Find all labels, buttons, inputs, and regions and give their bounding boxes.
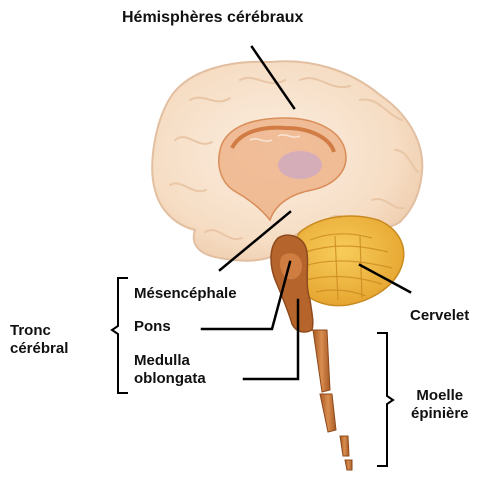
label-spinal-cord: Moelle épinière: [411, 387, 469, 423]
label-tronc-line1: Tronc: [10, 322, 68, 340]
spinal-cord: [313, 330, 352, 470]
label-medulla-line2: oblongata: [134, 370, 206, 388]
thalamus: [278, 151, 322, 179]
brainstem-shape: [271, 235, 313, 332]
label-cerebellum: Cervelet: [410, 307, 469, 325]
label-moelle-line1: Moelle: [411, 387, 469, 405]
label-medulla-line1: Medulla: [134, 352, 206, 370]
bracket-moelle: [377, 333, 393, 466]
label-moelle-line2: épinière: [411, 405, 469, 423]
label-medulla-oblongata: Medulla oblongata: [134, 352, 206, 388]
label-cerebral-hemispheres: Hémisphères cérébraux: [122, 9, 303, 27]
label-tronc-line2: cérébral: [10, 340, 68, 358]
label-brainstem-group: Tronc cérébral: [10, 322, 68, 358]
label-pons: Pons: [134, 318, 171, 336]
bracket-tronc: [112, 278, 128, 393]
label-mesencephale: Mésencéphale: [134, 285, 237, 303]
